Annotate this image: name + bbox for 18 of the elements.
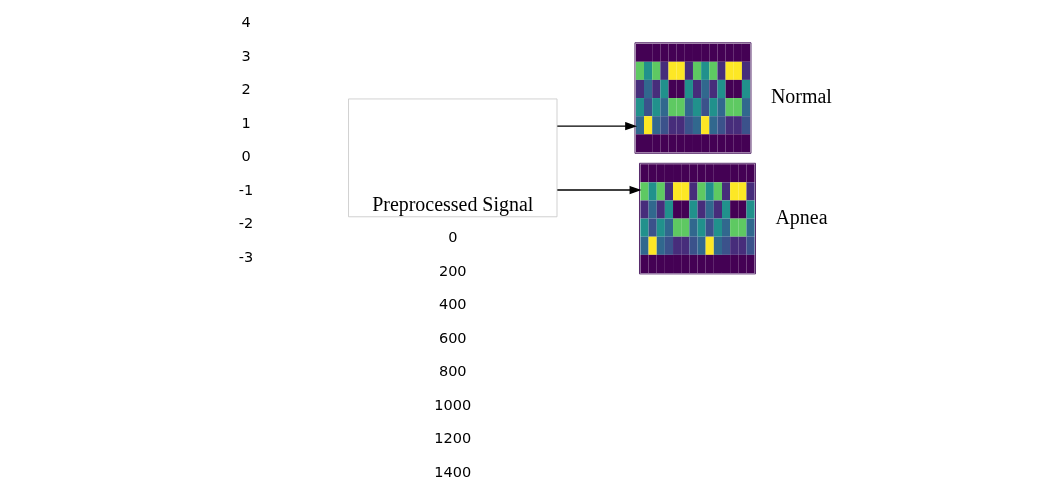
label: 800 [438, 363, 467, 380]
label: 0 [448, 228, 458, 245]
label: -2 [238, 215, 254, 232]
label: 400 [438, 296, 467, 313]
label: 4 [241, 14, 251, 31]
label: -3 [238, 248, 254, 265]
label: 2 [241, 81, 251, 98]
node-label: Apnea [775, 205, 828, 228]
label: -1 [238, 181, 254, 198]
label: 1400 [434, 463, 472, 480]
node-label: Normal [770, 85, 832, 108]
label: 600 [438, 329, 467, 346]
label: 0 [241, 148, 251, 165]
label: 1000 [434, 396, 472, 413]
label: 200 [438, 262, 467, 279]
label: 1200 [434, 430, 472, 447]
label: 3 [241, 47, 251, 64]
label: 1 [241, 114, 251, 131]
